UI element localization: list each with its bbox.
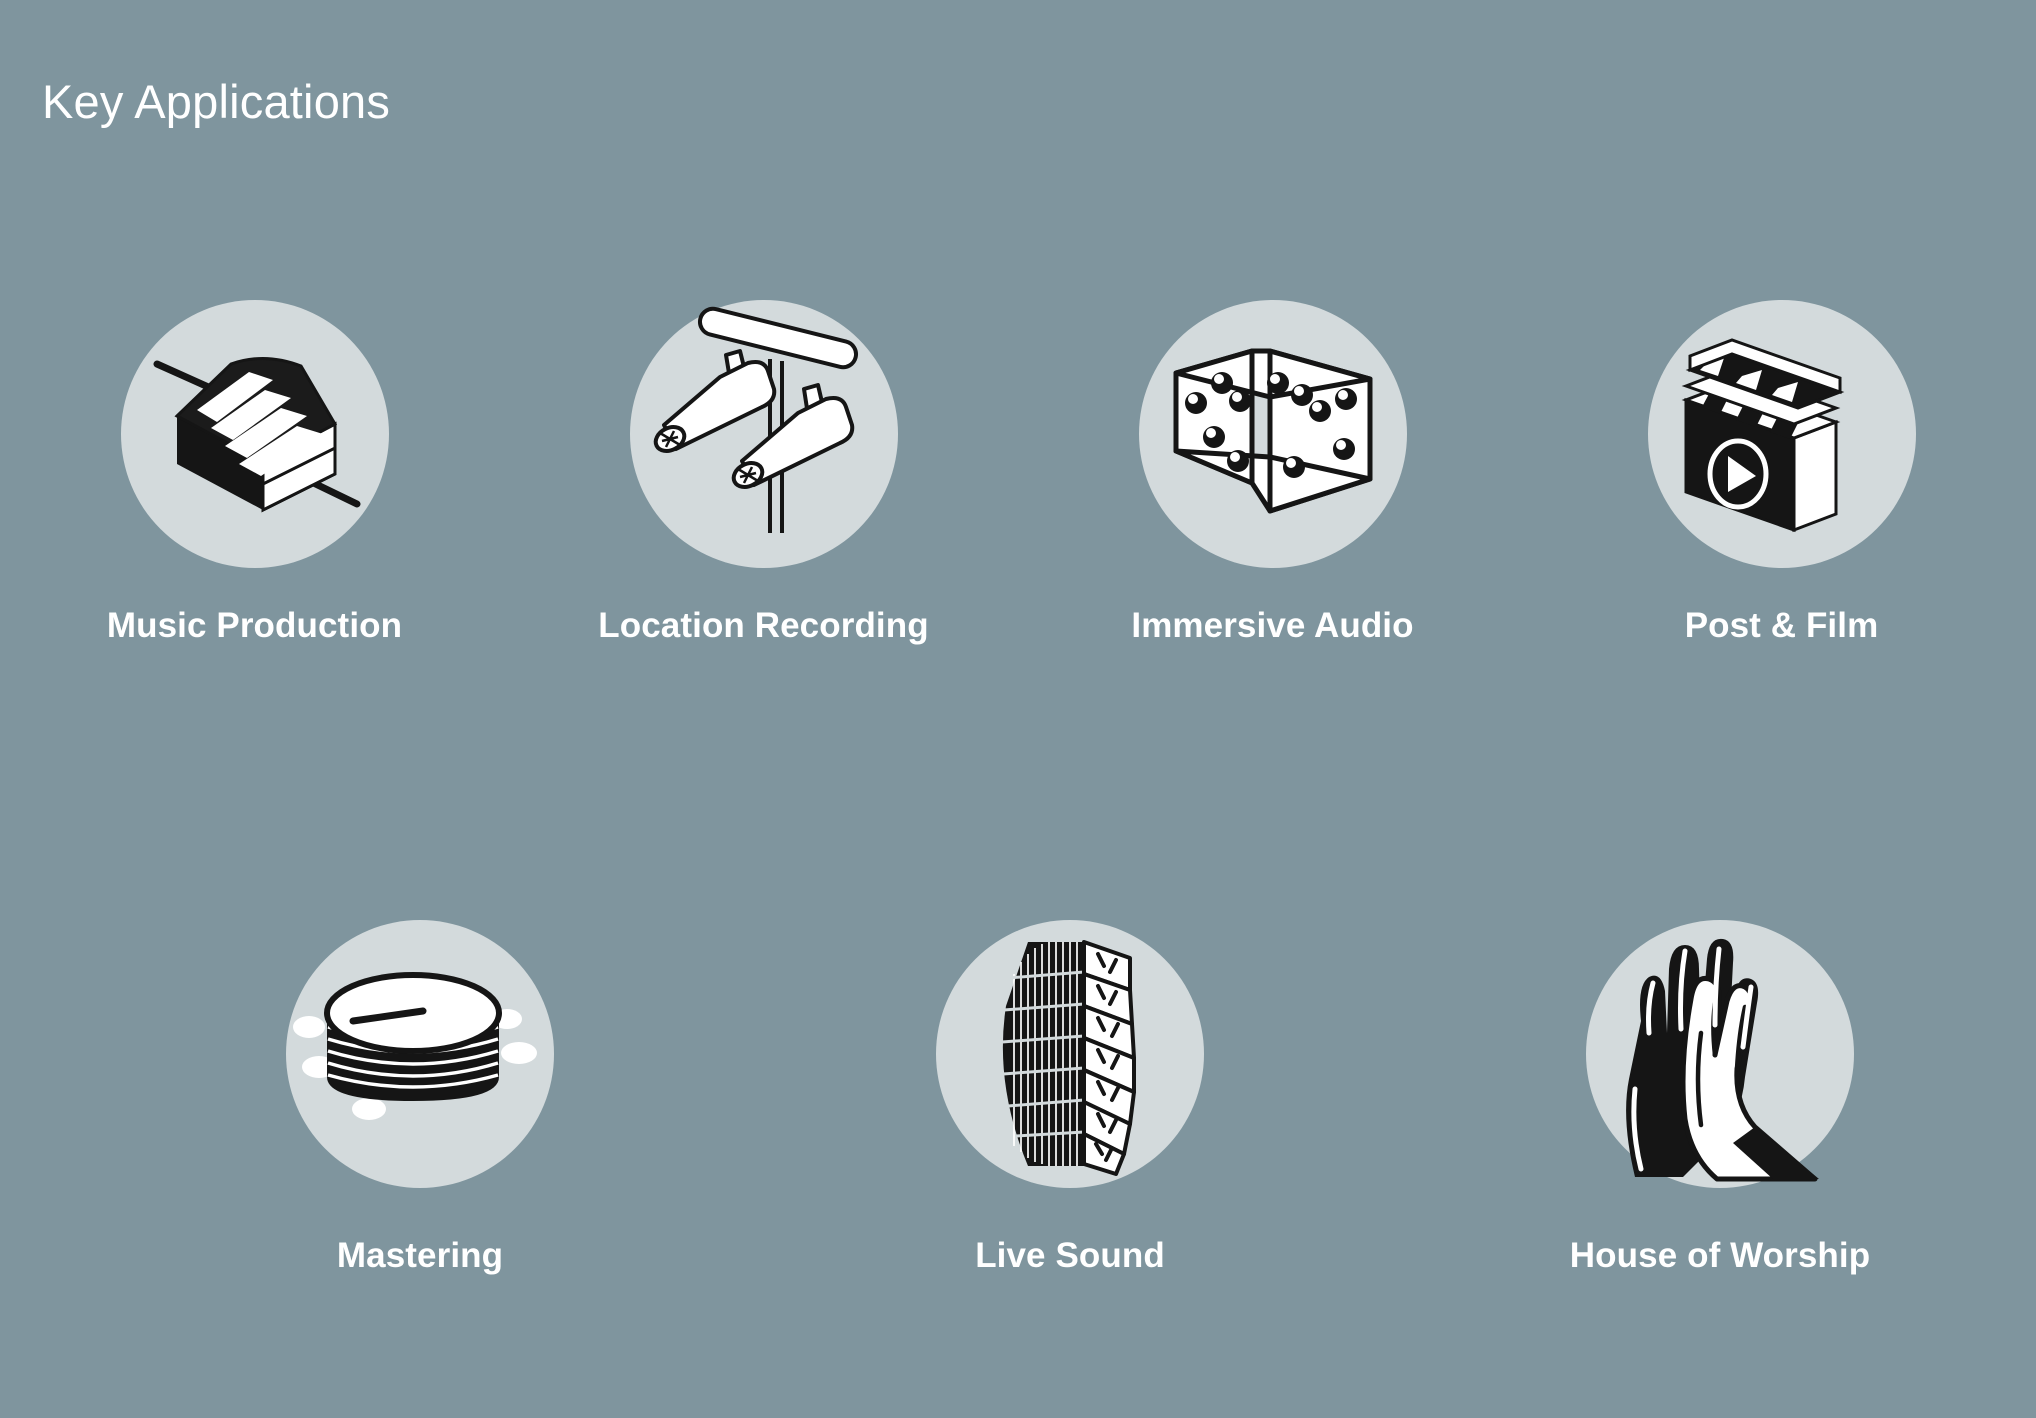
speaker-cube-room-icon: [1170, 339, 1376, 529]
clapperboard-icon: [1676, 334, 1888, 534]
app-label: Immersive Audio: [1131, 606, 1414, 645]
line-array-speaker-icon: [980, 934, 1160, 1176]
stereo-microphone-pair-icon: [653, 306, 874, 549]
mixing-console-icon: [145, 324, 365, 544]
page-title: Key Applications: [42, 75, 391, 128]
app-tile-music-production[interactable]: Music Production: [0, 300, 509, 730]
app-label: Live Sound: [975, 1236, 1165, 1275]
applications-row-2: Mastering: [0, 920, 2036, 1350]
icon-circle: [1647, 300, 1916, 568]
applications-grid: Music Production: [0, 300, 2036, 1350]
icon-circle: [286, 920, 554, 1188]
icon-circle: [120, 300, 389, 568]
app-label: Music Production: [106, 606, 403, 645]
icon-circle: [629, 300, 898, 568]
applications-row-1: Music Production: [0, 300, 2036, 730]
app-tile-post-and-film[interactable]: Post & Film: [1527, 300, 2036, 730]
praying-hands-icon: [1605, 929, 1835, 1182]
app-label: Mastering: [336, 1236, 504, 1275]
app-label: Location Recording: [598, 606, 929, 645]
disc-stack-icon: [293, 949, 545, 1159]
app-tile-live-sound[interactable]: Live Sound: [745, 920, 1395, 1350]
icon-circle: [936, 920, 1204, 1188]
app-label: Post & Film: [1684, 606, 1879, 645]
app-tile-immersive-audio[interactable]: Immersive Audio: [1018, 300, 1527, 730]
app-tile-location-recording[interactable]: Location Recording: [509, 300, 1018, 730]
icon-circle: [1138, 300, 1407, 568]
app-tile-house-of-worship[interactable]: House of Worship: [1395, 920, 2036, 1350]
icon-circle: [1586, 920, 1854, 1188]
app-tile-mastering[interactable]: Mastering: [95, 920, 745, 1350]
app-label: House of Worship: [1569, 1236, 1871, 1275]
